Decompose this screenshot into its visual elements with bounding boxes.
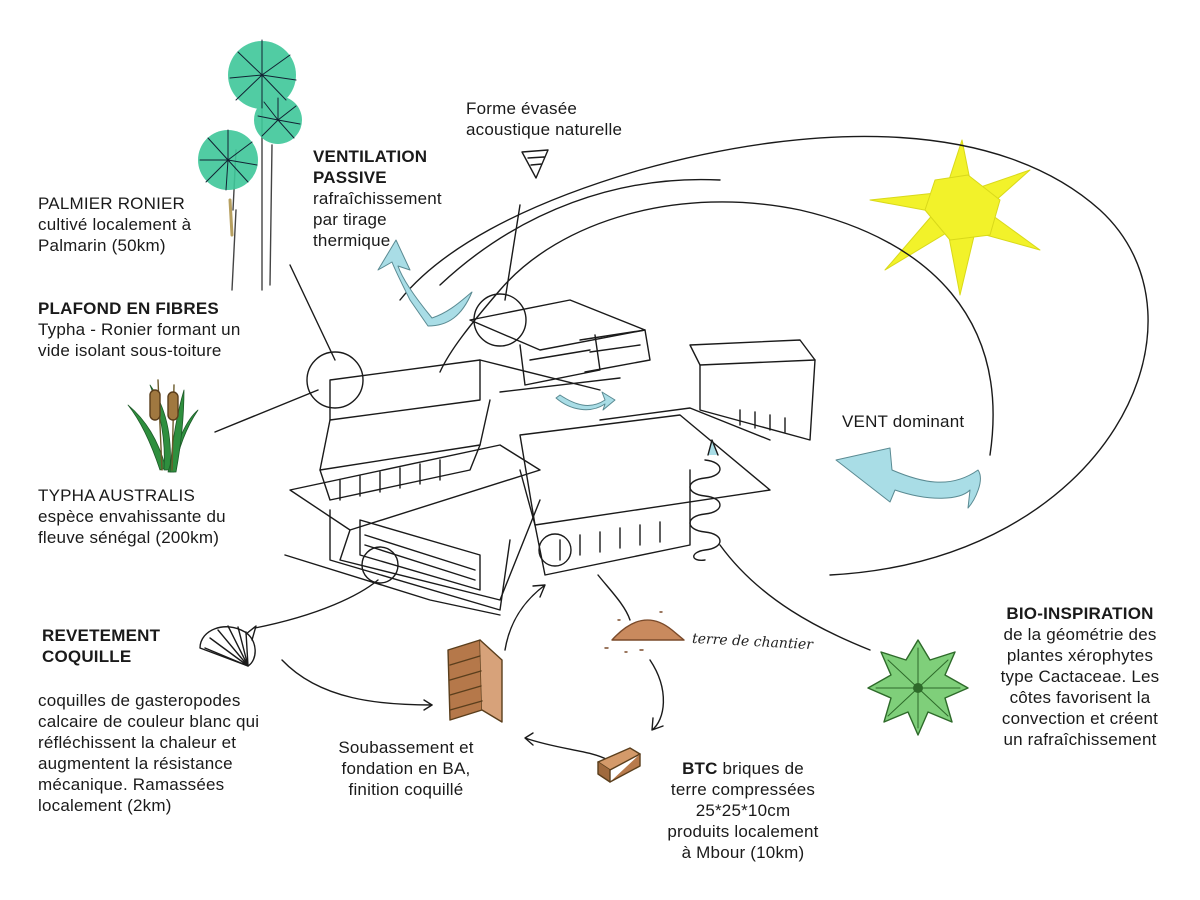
cactus-illustration — [867, 639, 969, 736]
revetement-label: coquilles de gasteropodes calcaire de co… — [38, 691, 260, 815]
plafond-label: PLAFOND EN FIBRES Typha - Ronier formant… — [38, 299, 241, 360]
ventilation-label: VENTILATION PASSIVE rafraîchissement par… — [313, 147, 442, 250]
shell-illustration — [199, 625, 257, 667]
wind-arc-inner — [439, 201, 994, 456]
earth-pile-illustration — [604, 611, 685, 653]
btc-label: BTC briques de terre compressées 25*25*1… — [667, 759, 819, 862]
wind-arc-outer — [399, 135, 1149, 576]
palmier-label: PALMIER RONIER cultivé localement à Palm… — [38, 194, 192, 255]
wind-arc-top — [439, 178, 721, 286]
sun-illustration — [869, 139, 1041, 296]
wall-section-illustration — [447, 639, 503, 723]
soubassement-label: Soubassement et fondation en BA, finitio… — [338, 738, 474, 799]
vent-label: VENT dominant — [842, 412, 965, 431]
forme-label: Forme évasée acoustique naturelle — [466, 99, 623, 139]
revetement-title: REVETEMENT COQUILLE — [42, 626, 161, 666]
building-sketch — [284, 293, 816, 616]
palm-tree-illustration — [198, 39, 302, 291]
brick-illustration — [597, 747, 641, 783]
typha-plant-illustration — [127, 379, 199, 473]
bio-inspiration-label: BIO-INSPIRATION de la géométrie des plan… — [1000, 604, 1160, 749]
typha-label: TYPHA AUSTRALIS espèce envahissante du f… — [38, 486, 226, 547]
